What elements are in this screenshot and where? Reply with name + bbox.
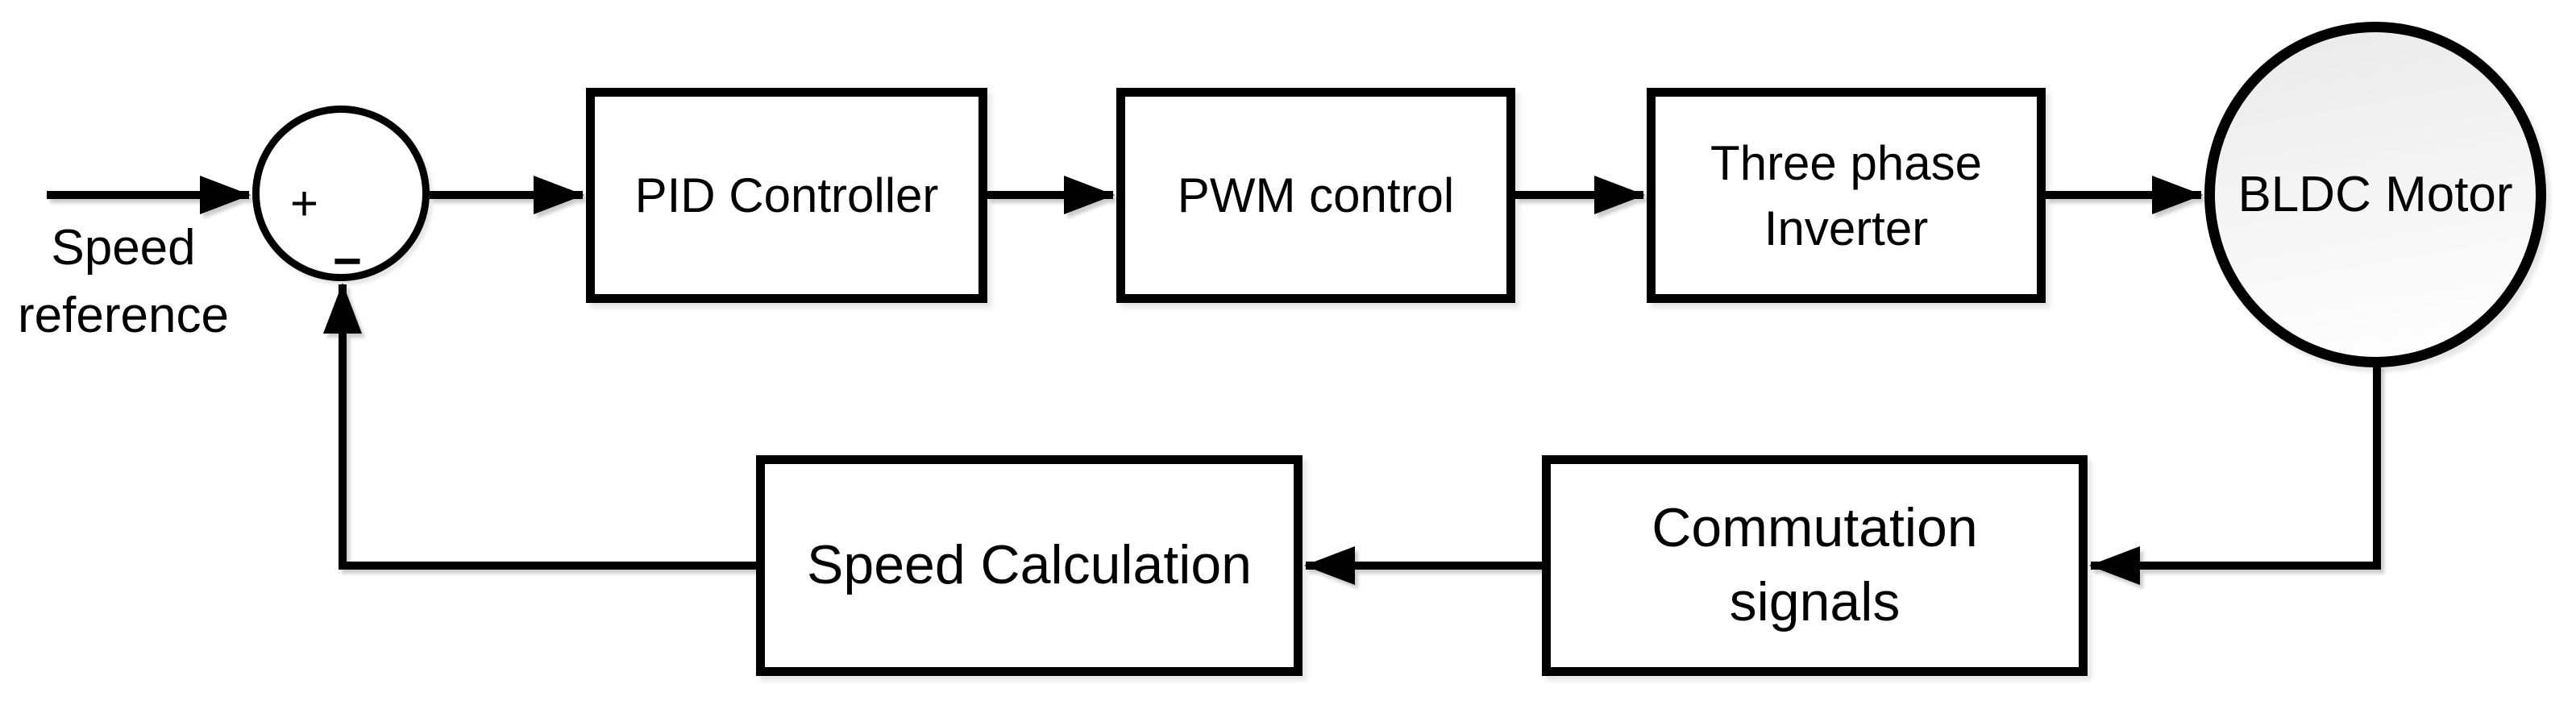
- speed-reference-label: Speed reference: [6, 214, 240, 350]
- inverter-label-line2: Inverter: [1764, 201, 1929, 255]
- node-bldc-motor: BLDC Motor: [2204, 22, 2546, 367]
- block-commutation-signals: Commutation signals: [1542, 455, 2088, 676]
- commutation-label-line2: signals: [1729, 571, 1901, 632]
- block-speed-calculation: Speed Calculation: [756, 455, 1303, 676]
- bldc-motor-label: BLDC Motor: [2237, 167, 2513, 222]
- speed-reference-line2: reference: [18, 288, 229, 343]
- summing-junction: + −: [252, 106, 430, 287]
- connector-motor-to-commutation: [2089, 364, 2381, 585]
- block-pwm-control: PWM control: [1116, 88, 1515, 303]
- pwm-control-label: PWM control: [1177, 168, 1455, 222]
- block-pid-controller: PID Controller: [586, 88, 987, 303]
- pid-controller-label: PID Controller: [634, 168, 939, 222]
- speed-reference-line1: Speed: [51, 220, 196, 276]
- connector-speedcalc-to-summing: [323, 283, 756, 570]
- minus-sign: −: [332, 234, 363, 289]
- speed-calculation-label: Speed Calculation: [807, 534, 1252, 596]
- block-three-phase-inverter: Three phase Inverter: [1647, 88, 2046, 303]
- inverter-label-line1: Three phase: [1710, 135, 1982, 190]
- commutation-label-line1: Commutation: [1652, 497, 1978, 559]
- plus-sign: +: [290, 176, 319, 230]
